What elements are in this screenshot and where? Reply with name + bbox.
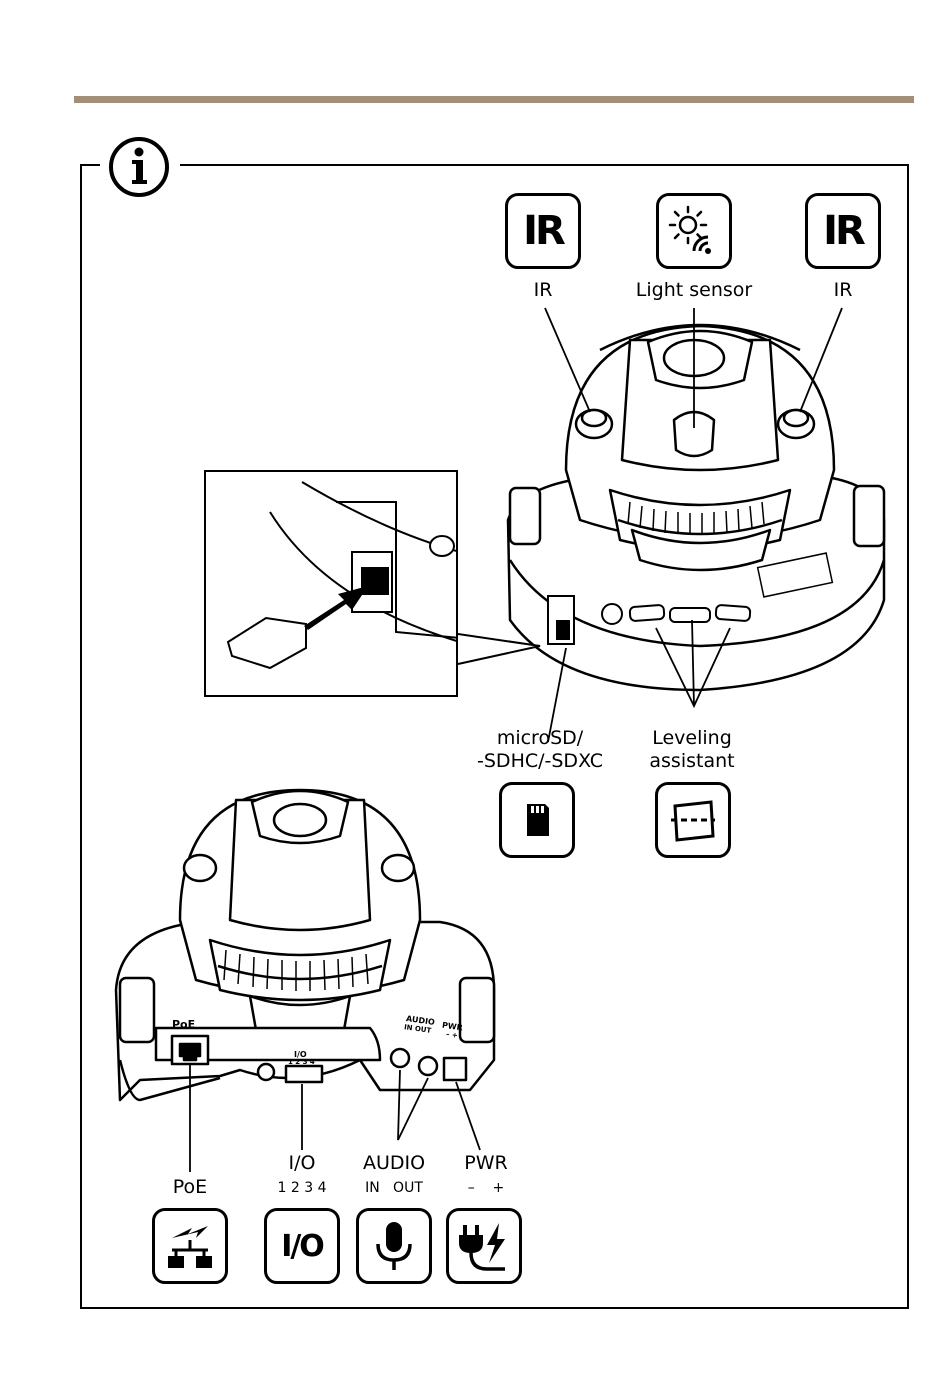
audio-label: AUDIO xyxy=(352,1152,436,1175)
poe-label: PoE xyxy=(160,1176,220,1199)
io-sub-label: 1 2 3 4 xyxy=(262,1180,342,1196)
camera-marking-poe: PoE xyxy=(172,1018,195,1031)
io-icon: I/O xyxy=(264,1208,340,1284)
power-plug-icon xyxy=(446,1208,522,1284)
camera-marking-pwr-pins: – + xyxy=(446,1030,459,1040)
camera-marking-io-pins: 1 2 3 4 xyxy=(288,1058,315,1066)
io-label: I/O xyxy=(272,1152,332,1175)
network-icon xyxy=(152,1208,228,1284)
microphone-icon xyxy=(356,1208,432,1284)
io-icon-text: I/O xyxy=(281,1229,323,1264)
audio-sub-label: IN OUT xyxy=(352,1180,436,1196)
pwr-sub-label: – + xyxy=(454,1180,518,1196)
pwr-label: PWR xyxy=(454,1152,518,1175)
